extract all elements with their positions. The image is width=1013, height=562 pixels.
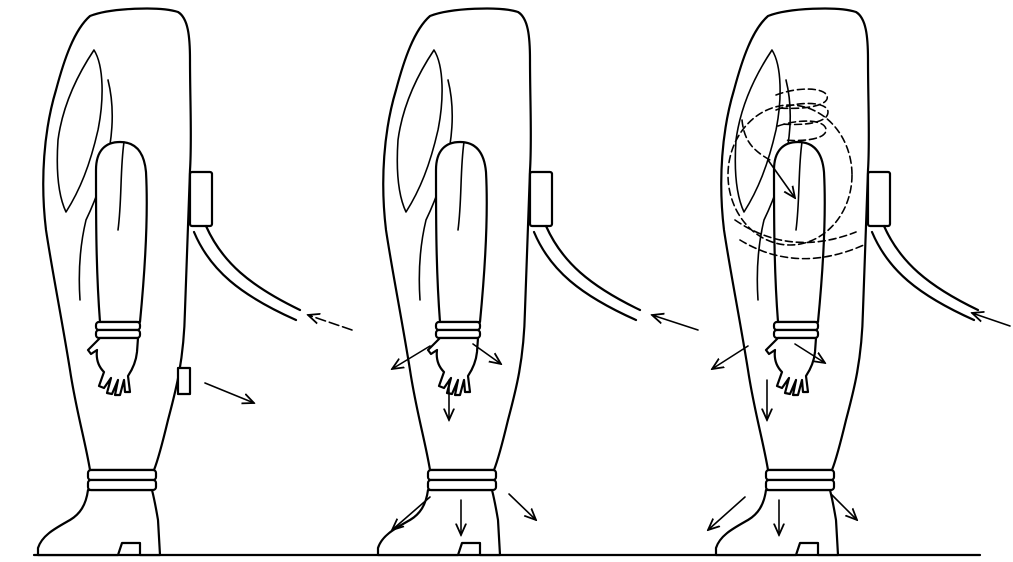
boot-leak-arrow-right xyxy=(509,494,536,520)
suit-figure-middle xyxy=(378,9,698,555)
suit-figure-left xyxy=(38,9,352,555)
air-inlet-arrow xyxy=(972,313,1010,326)
exhaust-valve-icon xyxy=(178,368,190,394)
valve-outflow-arrow xyxy=(205,383,254,403)
air-inlet-arrow xyxy=(308,315,352,330)
suit-figure-right xyxy=(708,9,1010,555)
air-inlet-arrow xyxy=(652,315,698,330)
cuff-leak-arrow-left xyxy=(712,346,748,369)
